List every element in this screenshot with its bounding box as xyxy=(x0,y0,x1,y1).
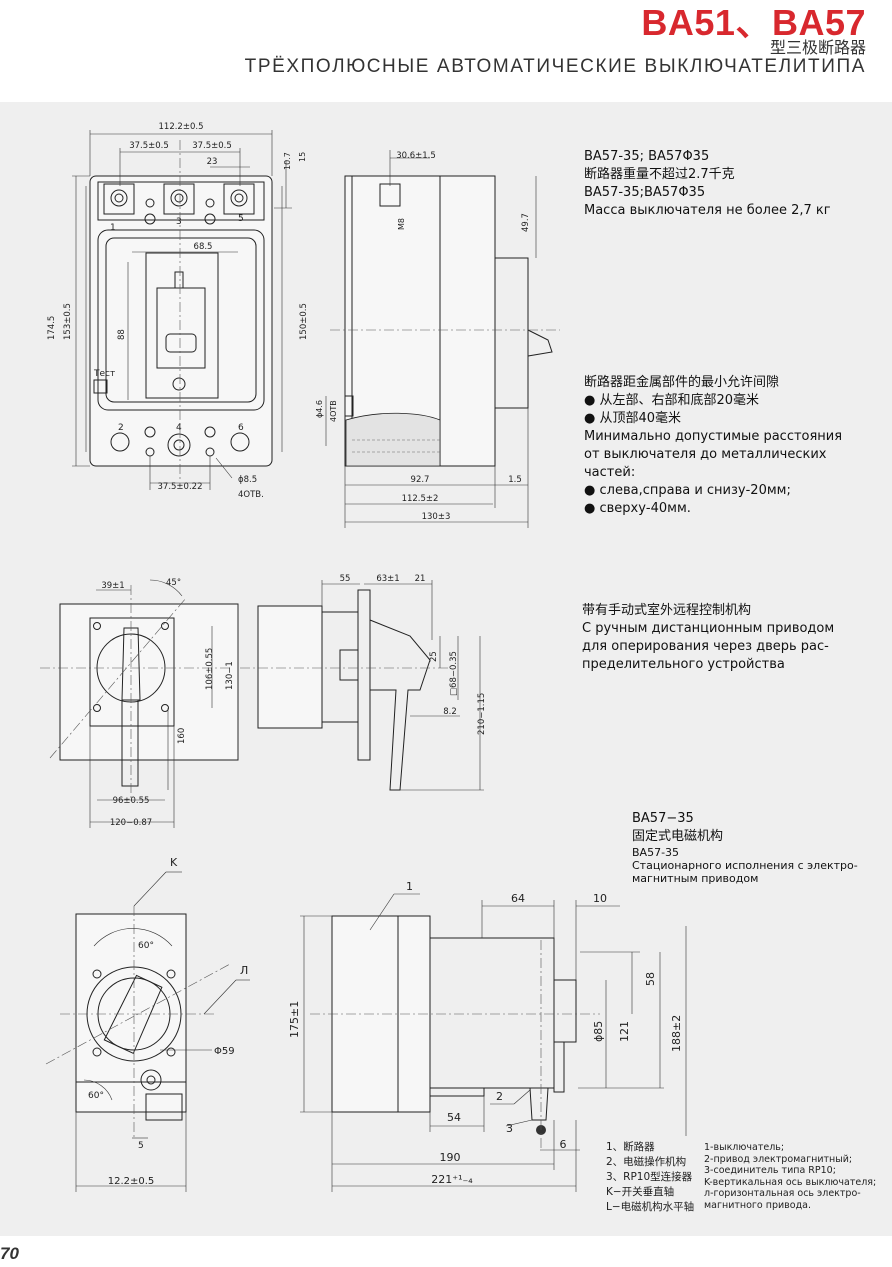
dim-6: 6 xyxy=(560,1138,567,1151)
dim-221: 221⁺¹₋₄ xyxy=(431,1173,473,1186)
dim-59: Φ59 xyxy=(214,1046,235,1057)
dim-1125: 112.5±2 xyxy=(402,494,439,504)
dim-45: 45° xyxy=(166,578,181,588)
dim-306: 30.6±1.5 xyxy=(396,151,436,161)
dim-685: 68.5 xyxy=(194,242,213,252)
dim-150: 150±0.5 xyxy=(299,303,309,340)
k-label: K xyxy=(170,856,178,869)
page-number: 70 xyxy=(0,1244,19,1263)
dim-23: 23 xyxy=(207,157,218,167)
dim-210: 210−1.15 xyxy=(477,693,487,735)
dim-68: □68−0.35 xyxy=(449,651,459,696)
dim-46: ϕ4.6 xyxy=(315,400,324,418)
dim-153: 153±0.5 xyxy=(63,303,73,340)
dim-106: 106±0.55 xyxy=(205,648,215,690)
svg-text:1: 1 xyxy=(110,223,116,233)
dim-112: 112.2±0.5 xyxy=(159,122,204,132)
block-clearance: 断路器距金属部件的最小允许间隙 ● 从左部、右部和底部20毫米 ● 从顶部40毫… xyxy=(584,375,843,516)
dim-21: 21 xyxy=(415,574,426,584)
drawing-side-view: 30.6±1.5 M8 49.7 ϕ4.6 4OTB 92.7 1.5 112.… xyxy=(315,150,560,528)
dim-190: 190 xyxy=(440,1151,461,1164)
svg-text:2: 2 xyxy=(118,423,124,433)
svg-text:1: 1 xyxy=(406,880,413,893)
svg-text:6: 6 xyxy=(238,423,244,433)
dim-96: 96±0.55 xyxy=(113,796,150,806)
legend-ru: 1-выключатель; 2-привод электромагнитный… xyxy=(704,1142,877,1211)
dim-85: ϕ85 xyxy=(592,1021,605,1042)
block-em: BA57−35 固定式电磁机构 BA57-35 Стационарного ис… xyxy=(632,811,858,885)
dim-82: 8.2 xyxy=(443,707,457,717)
otv2-label: 4OTB xyxy=(329,400,338,422)
m8-label: M8 xyxy=(397,218,406,230)
dim-375a: 37.5±0.5 xyxy=(129,141,169,151)
block-weight: BA57-35; BA57Φ35 断路器重量不超过2.7千克 BA57-35;B… xyxy=(584,149,831,218)
dim-130: 130±3 xyxy=(422,512,451,522)
dim-58: 58 xyxy=(644,972,657,986)
header-subtitle-ru: ТРЁХПОЛЮСНЫЕ АВТОМАТИЧЕСКИЕ ВЫКЛЮЧАТЕЛИТ… xyxy=(244,56,866,77)
dim-64: 64 xyxy=(511,892,525,905)
dim-60b: 60° xyxy=(88,1091,104,1101)
drawing-handle-front: 39±1 45° 106±0.55 130−1 160 96±0.55 120−… xyxy=(40,578,239,828)
dim-375b: 37.5±0.5 xyxy=(192,141,232,151)
drawing-handle-side: 55 63±1 21 25 □68−0.35 210−1.15 8.2 xyxy=(240,574,487,791)
dim-10: 10 xyxy=(593,892,607,905)
test-label: Тест xyxy=(93,369,115,379)
dim-130b: 130−1 xyxy=(225,661,235,690)
dim-120: 120−0.87 xyxy=(110,818,152,828)
dim-107: 10.7 xyxy=(283,152,292,170)
svg-text:5: 5 xyxy=(238,214,244,224)
dim-88: 88 xyxy=(117,329,127,340)
drawing-em-side: 1 2 3 64 10 58 ϕ85 121 175±1 188±2 54 6 … xyxy=(288,880,687,1192)
svg-text:2: 2 xyxy=(496,1090,503,1103)
dim-15b: 1.5 xyxy=(508,475,522,485)
header-title: BA51、BA57 xyxy=(641,2,866,43)
dim-122: 12.2±0.5 xyxy=(108,1176,155,1187)
svg-text:4: 4 xyxy=(176,423,182,433)
otv-label: 4OTB. xyxy=(238,490,264,500)
block-remote: 带有手动式室外远程控制机构 С ручным дистанционным при… xyxy=(582,603,835,672)
dim-15: 15 xyxy=(298,152,307,162)
dim-25: 25 xyxy=(429,651,439,662)
l-label: Л xyxy=(240,964,248,977)
drawing-front-view: 112.2±0.5 37.5±0.5 37.5±0.5 23 10.7 15 6… xyxy=(47,122,309,500)
drawing-em-front: K Л 60° Φ59 60° 5 12.2±0.5 xyxy=(45,856,250,1192)
legend-cn: 1、断路器 2、电磁操作机构 3、RP10型连接器 K−开关垂直轴 L−电磁机构… xyxy=(606,1141,695,1213)
dim-188: 188±2 xyxy=(670,1015,683,1052)
dim-39: 39±1 xyxy=(101,581,124,591)
dim-55: 55 xyxy=(340,574,351,584)
dim-1745: 174.5 xyxy=(47,316,57,340)
dim-85: ϕ8.5 xyxy=(238,475,257,485)
dim-175: 175±1 xyxy=(288,1001,301,1038)
dim-5: 5 xyxy=(138,1141,144,1151)
svg-text:3: 3 xyxy=(506,1122,513,1135)
dim-60: 60° xyxy=(138,941,154,951)
dim-927: 92.7 xyxy=(411,475,430,485)
dim-160: 160 xyxy=(177,728,187,744)
dim-63: 63±1 xyxy=(376,574,399,584)
svg-text:3: 3 xyxy=(176,217,182,227)
dim-121: 121 xyxy=(618,1021,631,1042)
header-subtitle-cn: 型三极断路器 xyxy=(769,38,866,57)
dim-54: 54 xyxy=(447,1111,461,1124)
dim-497: 49.7 xyxy=(521,213,531,232)
dim-375c: 37.5±0.22 xyxy=(158,482,203,492)
